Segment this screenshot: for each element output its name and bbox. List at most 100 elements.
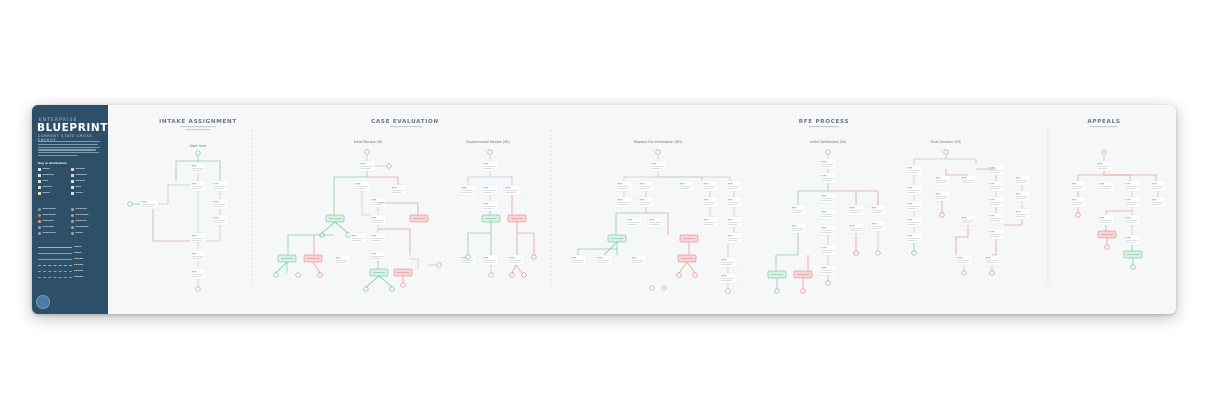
step-tag — [394, 187, 397, 189]
step-tag — [371, 217, 374, 219]
step-text — [1125, 240, 1138, 241]
step-text — [727, 224, 738, 225]
step-tag — [486, 203, 489, 205]
step-text — [371, 222, 382, 223]
legend-item: ▬▬▬▬▬ — [38, 185, 52, 189]
step-text — [371, 258, 382, 259]
step-tag — [960, 257, 963, 259]
step-text — [985, 262, 996, 263]
step-tag — [907, 167, 910, 169]
step-text — [989, 172, 1000, 173]
step-tag — [938, 193, 941, 195]
step-tag — [703, 183, 706, 185]
step-text — [935, 196, 948, 197]
step-tag — [651, 163, 654, 165]
step-text — [907, 208, 918, 209]
step-tag — [194, 165, 197, 167]
step-tag — [727, 183, 730, 185]
step-tag — [617, 199, 620, 201]
step-tag — [679, 183, 682, 185]
step-text — [907, 222, 920, 223]
reject-connector — [312, 261, 321, 274]
intro-text-block — [38, 141, 100, 158]
step-text — [989, 204, 1000, 205]
step-text — [821, 230, 834, 231]
terminal-node — [725, 288, 731, 294]
step-text — [721, 278, 734, 279]
step-text — [617, 202, 630, 203]
terminal-node — [655, 149, 661, 155]
step-tag — [620, 199, 623, 201]
step-tag — [1125, 237, 1128, 239]
flow-canvas: INTAKE ASSIGNMENT CASE EVALUATION RFE PR… — [127, 119, 1167, 294]
step-tag — [391, 187, 394, 189]
step-tag — [724, 259, 727, 261]
step-text — [213, 220, 226, 221]
step-tag — [1100, 163, 1103, 165]
step-text — [461, 192, 472, 193]
end-accept-node — [363, 286, 369, 292]
step-tag — [371, 199, 374, 201]
step-text — [1099, 220, 1112, 221]
step-tag — [824, 195, 827, 197]
step-text — [961, 180, 974, 181]
step-text — [989, 234, 1002, 235]
terminal-node — [989, 270, 995, 276]
step-tag — [730, 183, 733, 185]
step-tag — [874, 207, 877, 209]
box-label — [329, 218, 341, 219]
step-tag — [486, 163, 489, 165]
step-tag — [360, 163, 363, 165]
step-text — [191, 240, 202, 241]
step-text — [355, 188, 366, 189]
step-tag — [194, 271, 197, 273]
step-tag — [989, 167, 992, 169]
blueprint-diagram: INTAKE ASSIGNMENT CASE EVALUATION RFE PR… — [108, 105, 1176, 314]
phase-subtitle — [1090, 126, 1118, 128]
step-tag — [730, 199, 733, 201]
step-text — [679, 186, 692, 187]
reject-connector — [1004, 219, 1023, 226]
step-tag — [907, 219, 910, 221]
step-text — [1125, 204, 1136, 205]
step-tag — [191, 253, 194, 255]
step-text — [617, 188, 628, 189]
step-tag — [1125, 183, 1128, 185]
step-text — [371, 238, 384, 239]
terminal-node — [1101, 149, 1107, 155]
end-reject-node — [800, 288, 806, 294]
step-text — [1071, 204, 1082, 205]
step-tag — [371, 253, 374, 255]
step-text — [617, 186, 630, 187]
end-reject-node — [676, 272, 682, 278]
accept-connector — [603, 241, 618, 256]
step-text — [213, 222, 224, 223]
step-tag — [374, 253, 377, 255]
step-tag — [1074, 199, 1077, 201]
step-tag — [1102, 183, 1105, 185]
step-text — [1015, 196, 1028, 197]
step-text — [727, 238, 740, 239]
step-text — [791, 228, 804, 229]
step-text — [335, 262, 346, 263]
reject-connector — [378, 202, 419, 215]
step-tag — [335, 257, 338, 259]
flow-connector — [623, 171, 659, 181]
step-tag — [910, 167, 913, 169]
step-text — [1151, 186, 1164, 187]
step-text — [907, 240, 918, 241]
step-text — [727, 202, 740, 203]
accept-connector — [198, 160, 221, 181]
step-text — [351, 240, 362, 241]
terminal-node — [943, 149, 949, 155]
step-text — [821, 164, 834, 165]
step-text — [849, 230, 860, 231]
step-text — [371, 202, 384, 203]
reject-connector — [378, 228, 411, 255]
accept-connector — [467, 222, 492, 255]
step-tag — [371, 235, 374, 237]
step-text — [821, 250, 834, 251]
step-tag — [821, 247, 824, 249]
step-tag — [483, 187, 486, 189]
step-text — [351, 238, 364, 239]
